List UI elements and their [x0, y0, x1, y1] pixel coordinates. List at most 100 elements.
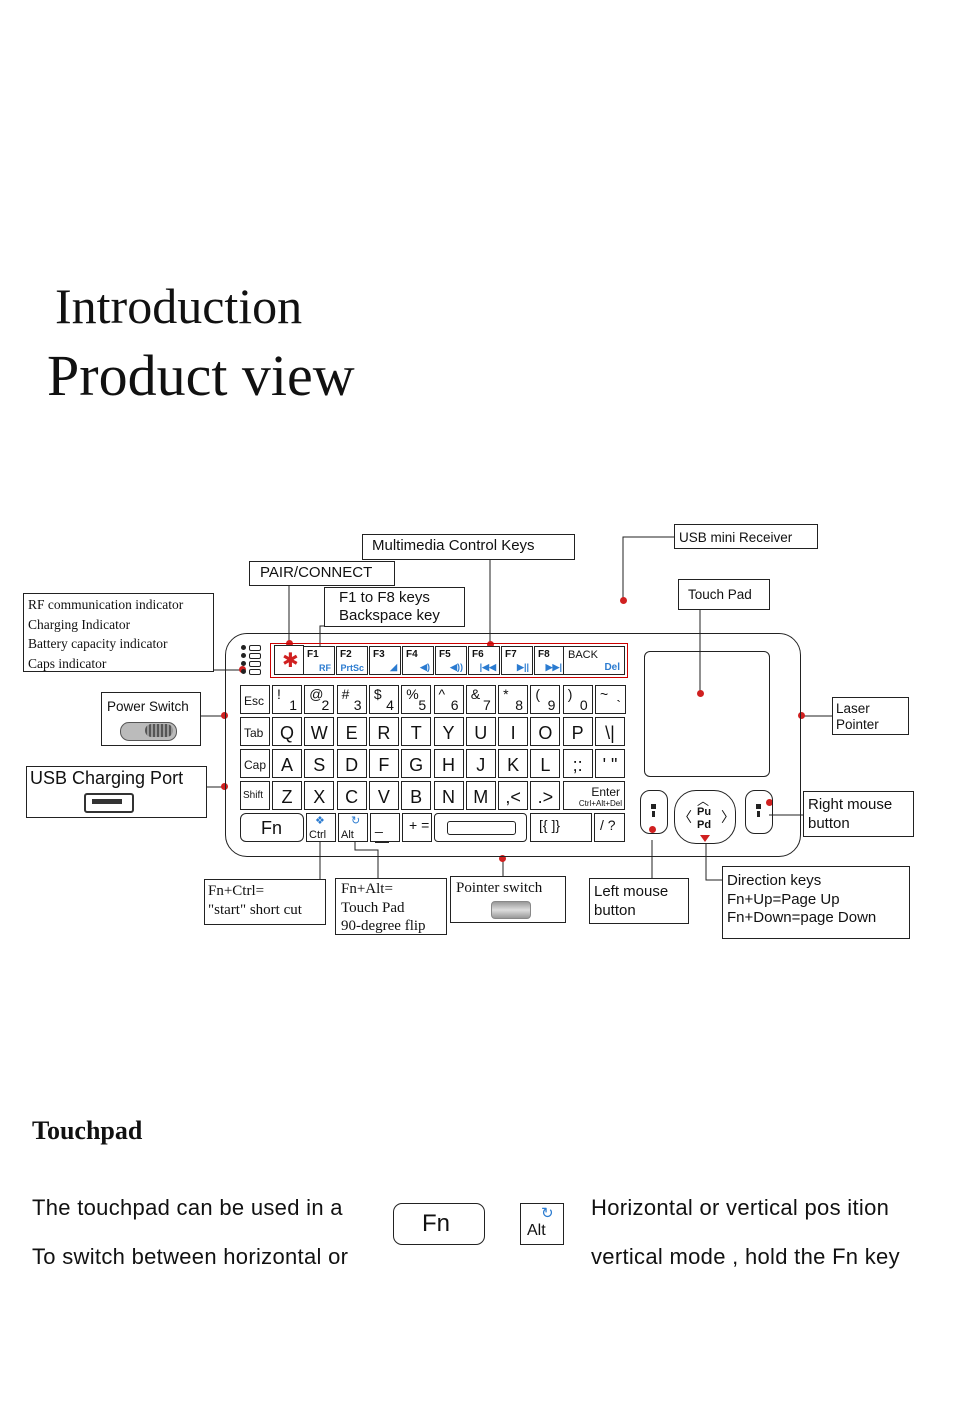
num-key-shift-label: *: [503, 686, 509, 702]
letter-key-label: D: [345, 755, 359, 775]
letter-key[interactable]: Y: [433, 717, 464, 746]
fn-key-illustration: Fn: [393, 1203, 485, 1245]
left-mouse-button[interactable]: [640, 790, 668, 834]
question-key[interactable]: / ?: [594, 813, 625, 842]
letter-key[interactable]: G: [401, 749, 432, 778]
letter-key[interactable]: J: [465, 749, 496, 778]
letter-key[interactable]: B: [401, 781, 432, 810]
f8-key[interactable]: F8▶▶|: [534, 646, 566, 675]
esc-key[interactable]: Esc: [240, 685, 270, 714]
letter-key[interactable]: X: [304, 781, 335, 810]
pointer-switch-callout: Pointer switch: [450, 876, 566, 923]
keyboard-body: [225, 633, 801, 857]
back-del-key[interactable]: BACK Del: [563, 646, 625, 675]
num-key-8[interactable]: *8: [498, 685, 529, 714]
letter-key[interactable]: .>: [530, 781, 561, 810]
tab-key[interactable]: Tab: [240, 717, 270, 746]
num-key-0[interactable]: )0: [562, 685, 593, 714]
left-arrow-icon[interactable]: 〈: [678, 809, 692, 825]
brackets-key[interactable]: [{ ]}: [530, 813, 592, 842]
letter-key[interactable]: H: [433, 749, 464, 778]
introduction-heading: Introduction: [55, 278, 303, 334]
shift-key[interactable]: Shift: [240, 781, 270, 810]
up-arrow-icon[interactable]: ︿: [697, 794, 710, 808]
letter-key[interactable]: F: [368, 749, 399, 778]
f8-icon: ▶▶|: [545, 662, 562, 672]
f2-label: F2: [340, 649, 352, 660]
power-switch-label: Power Switch: [107, 699, 189, 714]
down-arrow-icon[interactable]: [700, 835, 710, 842]
enter-label: Enter: [591, 785, 620, 799]
letter-key[interactable]: I: [498, 717, 529, 746]
letter-key[interactable]: ;:: [562, 749, 593, 778]
fn-key[interactable]: Fn: [240, 813, 304, 842]
letter-key[interactable]: E: [336, 717, 367, 746]
letter-key[interactable]: V: [368, 781, 399, 810]
letter-key-label: \|: [605, 723, 615, 743]
num-key-shift-label: !: [277, 686, 281, 702]
alt-key[interactable]: ↻ Alt: [338, 813, 368, 842]
indicator-battery: Battery capacity indicator: [28, 636, 168, 651]
f7-key[interactable]: F7▶||: [501, 646, 533, 675]
letter-key[interactable]: O: [530, 717, 561, 746]
letter-key[interactable]: N: [433, 781, 464, 810]
num-key-4[interactable]: $4: [368, 685, 399, 714]
letter-key[interactable]: P: [562, 717, 593, 746]
num-key-5[interactable]: %5: [401, 685, 432, 714]
space-bar-mark: [447, 821, 516, 835]
fn-ctrl-line1: Fn+Ctrl=: [208, 883, 265, 899]
letter-key[interactable]: A: [272, 749, 302, 778]
direction-line2: Fn+Up=Page Up: [727, 890, 840, 908]
f6-key[interactable]: F6|◀◀: [468, 646, 500, 675]
letter-key[interactable]: M: [465, 781, 496, 810]
letter-key[interactable]: U: [465, 717, 496, 746]
pair-connect-key[interactable]: ✱: [274, 645, 304, 675]
letter-key[interactable]: K: [498, 749, 529, 778]
letter-key[interactable]: R: [368, 717, 399, 746]
num-key-6[interactable]: ^6: [433, 685, 464, 714]
num-key-9[interactable]: (9: [530, 685, 561, 714]
letter-key[interactable]: Z: [272, 781, 302, 810]
plus-key[interactable]: + =: [402, 813, 432, 842]
letter-key[interactable]: W: [304, 717, 335, 746]
letter-key[interactable]: C: [336, 781, 367, 810]
num-key-`[interactable]: ~`: [595, 685, 626, 714]
letter-key[interactable]: ,<: [498, 781, 529, 810]
ctrl-key[interactable]: ❖ Ctrl: [306, 813, 336, 842]
plus-label: + =: [409, 817, 430, 833]
f4-key[interactable]: F4◀): [402, 646, 434, 675]
left-mouse-callout: Left mouse button: [589, 878, 689, 924]
caps-key[interactable]: Cap: [240, 749, 270, 778]
right-mouse-line1: Right mouse: [808, 796, 893, 813]
space-key[interactable]: [434, 813, 527, 842]
letter-key[interactable]: D: [336, 749, 367, 778]
direction-pad[interactable]: ︿ 〈 〉 Pu Pd: [674, 790, 736, 844]
num-key-3[interactable]: #3: [336, 685, 367, 714]
letter-key[interactable]: ' ": [595, 749, 625, 778]
f3-key[interactable]: F3◢: [369, 646, 401, 675]
pointer-switch-label: Pointer switch: [456, 880, 543, 896]
touchpad-surface[interactable]: [644, 651, 770, 777]
enter-key[interactable]: Enter Ctrl+Alt+Del: [563, 781, 625, 810]
letter-key[interactable]: \|: [595, 717, 625, 746]
letter-key[interactable]: Q: [272, 717, 302, 746]
num-key-1[interactable]: !1: [272, 685, 302, 714]
letter-key-label: K: [507, 755, 520, 775]
minus-key[interactable]: _ —: [370, 813, 400, 849]
minus-label: _ —: [375, 817, 389, 849]
letter-key-label: A: [280, 755, 293, 775]
pointer-switch-dot: [499, 855, 506, 862]
num-key-7[interactable]: &7: [465, 685, 496, 714]
num-key-label: 3: [353, 697, 362, 713]
f5-key[interactable]: F5◀)): [435, 646, 467, 675]
fkeys-callout-line1: F1 to F8 keys: [339, 589, 430, 606]
fkeys-callout: F1 to F8 keys Backspace key: [324, 587, 465, 627]
num-key-2[interactable]: @2: [304, 685, 335, 714]
letter-key[interactable]: L: [530, 749, 561, 778]
letter-key[interactable]: S: [304, 749, 335, 778]
right-arrow-icon[interactable]: 〉: [721, 809, 735, 825]
letter-key[interactable]: T: [401, 717, 432, 746]
right-mouse-button[interactable]: [745, 790, 773, 834]
